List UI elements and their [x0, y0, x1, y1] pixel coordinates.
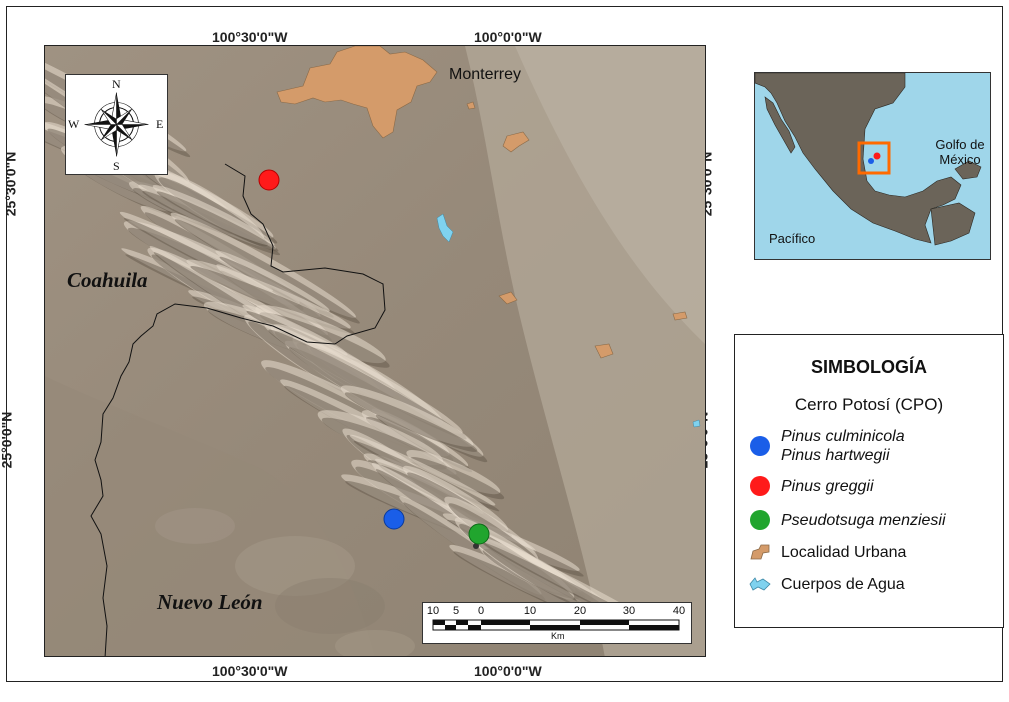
compass-star-icon [84, 92, 149, 157]
red-circle-icon [750, 476, 770, 496]
monterrey-label: Monterrey [449, 66, 522, 83]
inset-map: Golfo de México Pacífico [754, 72, 991, 260]
legend-item-label: Pseudotsuga menziesii [781, 511, 946, 529]
legend-item: Cuerpos de Agua [749, 573, 905, 595]
scale-bar: 10 5 0 10 20 30 40 Km [422, 602, 692, 644]
bottom-lon-label-1: 100°30'0"W [212, 663, 288, 679]
water-body-icon [749, 577, 771, 591]
cerro-potosi-peak-marker [473, 543, 479, 549]
state-boundary [90, 163, 386, 656]
legend-item: Pinus culminicola Pinus hartwegii [749, 427, 905, 465]
legend-item: Pseudotsuga menziesii [749, 509, 946, 531]
scale-tick: 0 [477, 605, 485, 617]
compass-w: W [68, 117, 80, 131]
scale-tick: 10 [426, 605, 440, 617]
legend-item: Pinus greggii [749, 475, 874, 497]
water-body [692, 419, 701, 428]
green-circle-icon [750, 510, 770, 530]
scale-bar-graphic [432, 619, 680, 631]
main-map: Monterrey Coahuila Nuevo León [44, 45, 706, 657]
scale-tick: 10 [523, 605, 537, 617]
scale-unit: Km [551, 631, 565, 641]
terrain-layer [45, 46, 705, 656]
site-pinus-greggii [258, 169, 280, 191]
nuevo-leon-label: Nuevo León [157, 590, 263, 614]
sierra-ridges [45, 46, 671, 640]
left-lat-label-2: 25°0'0"N [0, 411, 15, 469]
legend: SIMBOLOGÍA Cerro Potosí (CPO) Pinus culm… [734, 334, 1004, 628]
legend-subtitle: Cerro Potosí (CPO) [794, 395, 944, 414]
site-pinus-culminicola-hartwegii [383, 508, 405, 530]
bottom-lon-label-2: 100°0'0"W [474, 663, 542, 679]
gulf-label: Golfo de México [935, 137, 985, 167]
left-lat-label-1: 25°30'0"N [2, 151, 19, 217]
compass-n: N [112, 77, 121, 91]
sites-layer [258, 169, 490, 545]
coahuila-label: Coahuila [67, 268, 148, 292]
study-area-highlight [857, 141, 891, 175]
urban-patch [466, 101, 476, 110]
mexico-silhouette [755, 73, 982, 246]
legend-item-label: Localidad Urbana [781, 543, 907, 561]
legend-title: SIMBOLOGÍA [811, 357, 927, 377]
compass-e: E [156, 117, 164, 131]
compass-rose: N S E W [65, 74, 168, 175]
pacific-label: Pacífico [769, 231, 816, 246]
legend-item-label: Cuerpos de Agua [781, 575, 905, 593]
legend-item: Localidad Urbana [749, 541, 906, 563]
scale-tick: 40 [672, 605, 686, 617]
site-pseudotsuga-menziesii [468, 523, 490, 545]
urban-patch [502, 131, 530, 153]
compass-s: S [113, 159, 120, 173]
monterrey-urban-area [276, 46, 438, 139]
legend-item-label: Pinus culminicola [781, 428, 905, 445]
blue-circle-icon [750, 436, 770, 456]
scale-tick: 5 [452, 605, 460, 617]
top-lon-label-1: 100°30'0"W [212, 29, 288, 45]
urban-area-icon [750, 544, 770, 560]
scale-tick: 30 [622, 605, 636, 617]
urban-patch [672, 311, 688, 321]
top-lon-label-2: 100°0'0"W [474, 29, 542, 45]
urban-patch [498, 291, 518, 305]
legend-item-label: Pinus greggii [781, 477, 874, 495]
water-body [436, 213, 454, 243]
legend-item-label: Pinus hartwegii [781, 447, 890, 464]
urban-patch [594, 343, 614, 359]
scale-tick: 20 [573, 605, 587, 617]
inset-blue-dot [868, 158, 874, 164]
inset-red-dot [873, 152, 881, 160]
